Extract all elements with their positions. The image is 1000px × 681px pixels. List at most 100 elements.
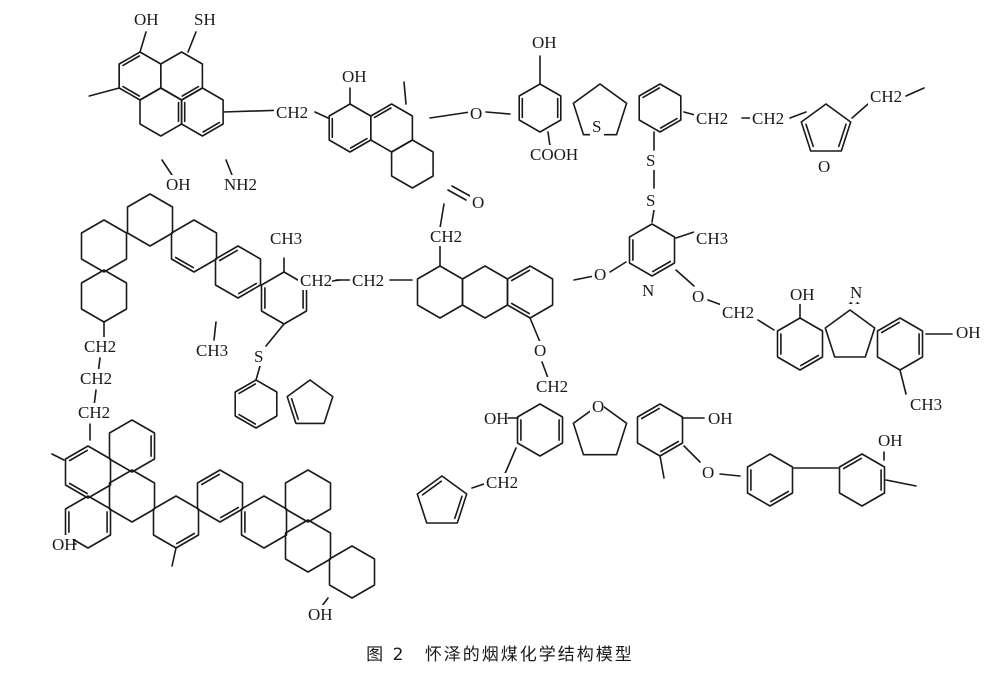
dbt-ring-a [518, 83, 562, 133]
pyrene-ring-b [160, 51, 204, 101]
label-backdrop [954, 323, 978, 342]
bond-line [503, 447, 517, 477]
label-backdrop [306, 605, 330, 624]
furan-ring [800, 103, 852, 152]
bond-line [161, 159, 173, 176]
label-sh: SH [194, 10, 216, 29]
pyrrole-ring [824, 309, 876, 358]
double-bond-line [799, 354, 820, 367]
label-o-furan: O [818, 157, 830, 176]
label-ch2-link-3: CH2 [352, 271, 384, 290]
label-backdrop [640, 281, 654, 300]
label-ch2-dbt-2: CH2 [752, 109, 784, 128]
label-backdrop [816, 157, 830, 176]
figure-number: 图 2 [366, 645, 406, 665]
dibenzofuran-ring-a [516, 403, 564, 457]
biphenyl-ring-b [838, 453, 886, 507]
pyrene-ring-c [139, 87, 183, 137]
double-bond-line [453, 495, 463, 520]
double-bond-line [373, 107, 392, 119]
cyclopentadiene-ring [416, 475, 468, 524]
carbazole-ring-b [876, 317, 924, 371]
label-s-thiophene: S [592, 117, 601, 136]
bond-line [573, 275, 595, 281]
label-oh-biphenyl: OH [878, 431, 903, 450]
large-pah-ring-f [196, 469, 244, 523]
bond-line [651, 209, 655, 223]
bond-line [541, 361, 549, 379]
label-backdrop [908, 395, 942, 414]
indene-ring-benzo [234, 379, 278, 429]
label-backdrop [700, 463, 714, 482]
ethyl-stub [905, 87, 925, 97]
label-oh-phen: OH [342, 67, 367, 86]
bond-line [789, 111, 807, 119]
label-ch2-chain-1: CH2 [84, 337, 116, 356]
label-backdrop [534, 377, 568, 396]
label-backdrop [78, 369, 112, 388]
double-bond-line [200, 473, 220, 486]
bond-line [429, 111, 471, 119]
bond-line [547, 131, 551, 147]
bond-line [899, 369, 907, 395]
double-bond-line [769, 490, 790, 503]
chrysene-ring-b [126, 193, 174, 247]
double-bond-line [805, 123, 815, 148]
anthracene-ring-a [416, 265, 464, 319]
dbt-ring-b [638, 83, 682, 133]
label-backdrop [644, 151, 658, 170]
anthracene-ring-c [506, 265, 554, 319]
label-ch2-dbt-1: CH2 [696, 109, 728, 128]
label-cooh: COOH [530, 145, 578, 164]
label-backdrop [194, 341, 228, 360]
bond-line [225, 159, 233, 176]
methyl-stub [88, 87, 121, 97]
label-backdrop [468, 104, 482, 123]
label-backdrop [82, 337, 116, 356]
label-ch2-chain-3: CH2 [78, 403, 110, 422]
double-bond-line [651, 260, 672, 273]
label-backdrop [528, 145, 572, 164]
label-oh-pah-1: OH [52, 535, 77, 554]
double-bond-line [349, 137, 368, 149]
label-backdrop [644, 191, 658, 210]
label-s-indene: S [254, 347, 263, 366]
bond-line [529, 317, 541, 343]
label-oh-pyrene-bottom: OH [166, 175, 191, 194]
bond-line [851, 103, 869, 119]
label-o-dibenzofuran: O [592, 397, 604, 416]
bond-line [683, 445, 701, 463]
bond-line [321, 597, 329, 607]
double-bond-line [181, 85, 200, 97]
label-oh-dbf-1: OH [484, 409, 509, 428]
pyridine-ring [628, 223, 676, 277]
label-ether-o-5: O [702, 463, 714, 482]
label-backdrop [590, 397, 604, 416]
label-backdrop [252, 347, 266, 366]
bond-line [439, 203, 445, 229]
bond-line [609, 261, 627, 273]
double-bond-line [220, 506, 240, 519]
bond-line [757, 319, 775, 331]
double-bond-line [174, 256, 194, 269]
double-bond-line [659, 117, 678, 129]
label-backdrop [876, 431, 900, 450]
bond-line [471, 483, 485, 489]
label-oh-dbf-2: OH [708, 409, 733, 428]
double-bond-line [238, 413, 257, 425]
label-backdrop [350, 271, 384, 290]
label-ether-o-4: O [534, 341, 546, 360]
label-backdrop [274, 103, 308, 122]
label-backdrop [530, 33, 554, 52]
double-bond-line [238, 282, 258, 295]
furan-ring-b [572, 403, 628, 456]
label-ch3-carbazole: CH3 [910, 395, 942, 414]
label-backdrop [706, 409, 730, 428]
dibenzofuran-ring-b [636, 403, 684, 457]
label-backdrop [532, 341, 546, 360]
label-ch2-furan: CH2 [870, 87, 902, 106]
label-backdrop [720, 303, 754, 322]
label-oh-carbazole-2: OH [956, 323, 981, 342]
label-backdrop [482, 409, 506, 428]
